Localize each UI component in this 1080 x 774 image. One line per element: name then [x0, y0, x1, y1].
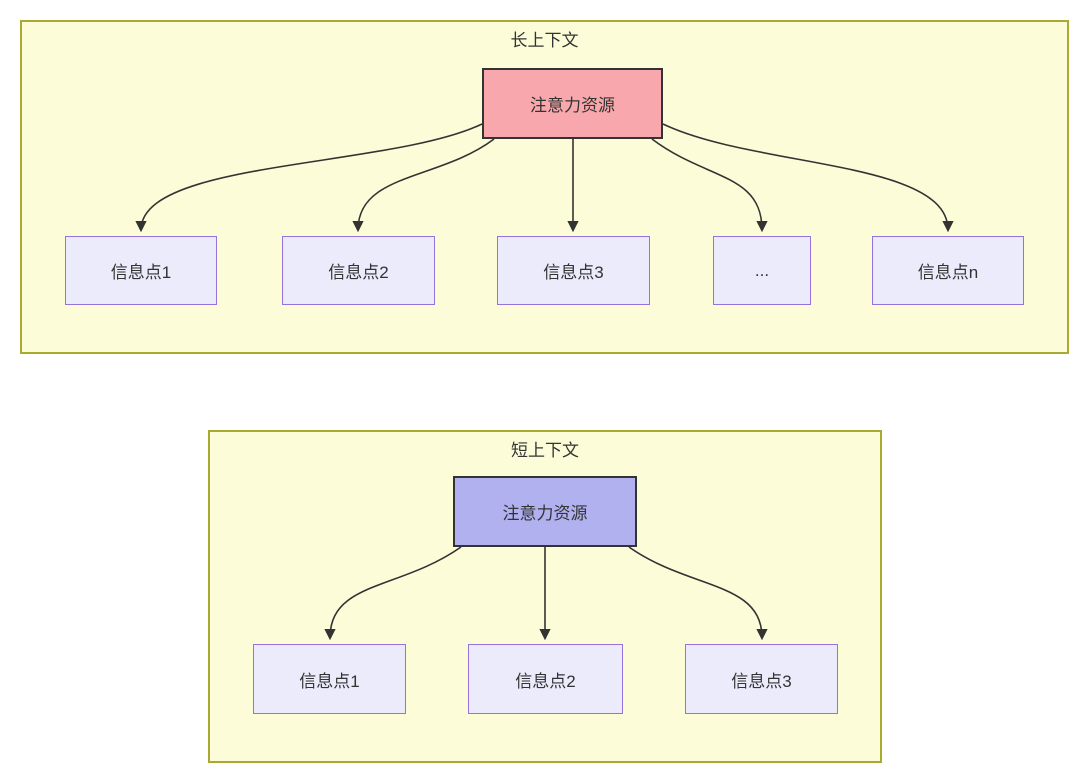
long-info-node-1: 信息点1 — [65, 236, 217, 305]
long-attention-node: 注意力资源 — [482, 68, 663, 139]
long-info-node-2: 信息点2 — [282, 236, 435, 305]
short-info-node-2: 信息点2 — [468, 644, 623, 714]
long-context-title: 长上下文 — [510, 31, 579, 50]
long-info-node-n: 信息点n — [872, 236, 1024, 305]
long-info-node-3: 信息点3 — [497, 236, 650, 305]
short-attention-node: 注意力资源 — [453, 476, 637, 547]
long-info-node-ellipsis: ... — [713, 236, 811, 305]
short-info-node-3: 信息点3 — [685, 644, 838, 714]
short-info-node-1: 信息点1 — [253, 644, 406, 714]
short-context-title: 短上下文 — [511, 441, 579, 460]
